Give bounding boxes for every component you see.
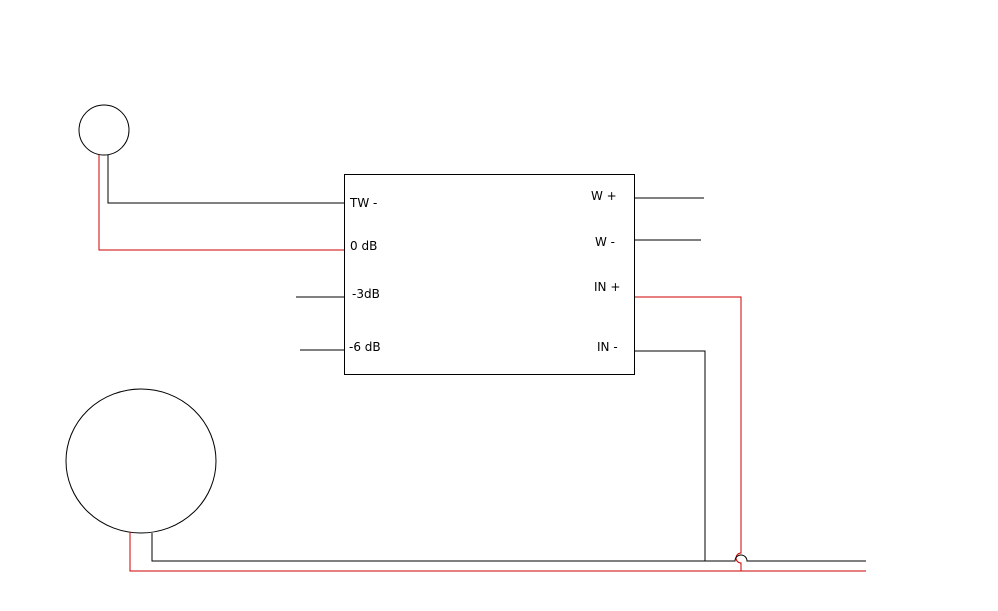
label-w-minus: W - bbox=[595, 235, 615, 249]
input-positive-wire bbox=[635, 296, 742, 571]
label-0db: 0 dB bbox=[350, 239, 377, 253]
input-negative-wire bbox=[635, 350, 706, 561]
tweeter-negative-wire bbox=[107, 155, 344, 204]
woofer-negative-wire bbox=[151, 533, 866, 562]
label-tw-minus: TW - bbox=[349, 196, 377, 210]
woofer-speaker bbox=[65, 388, 217, 534]
label-minus-3db: -3dB bbox=[352, 287, 380, 301]
label-minus-6db: -6 dB bbox=[349, 340, 381, 354]
label-w-plus: W + bbox=[591, 189, 617, 203]
tweeter-positive-wire bbox=[98, 155, 344, 251]
crossover-box bbox=[344, 174, 635, 375]
tweeter-speaker bbox=[78, 104, 130, 156]
woofer-positive-wire bbox=[129, 532, 866, 572]
label-in-minus: IN - bbox=[597, 340, 618, 354]
label-in-plus: IN + bbox=[594, 280, 620, 294]
